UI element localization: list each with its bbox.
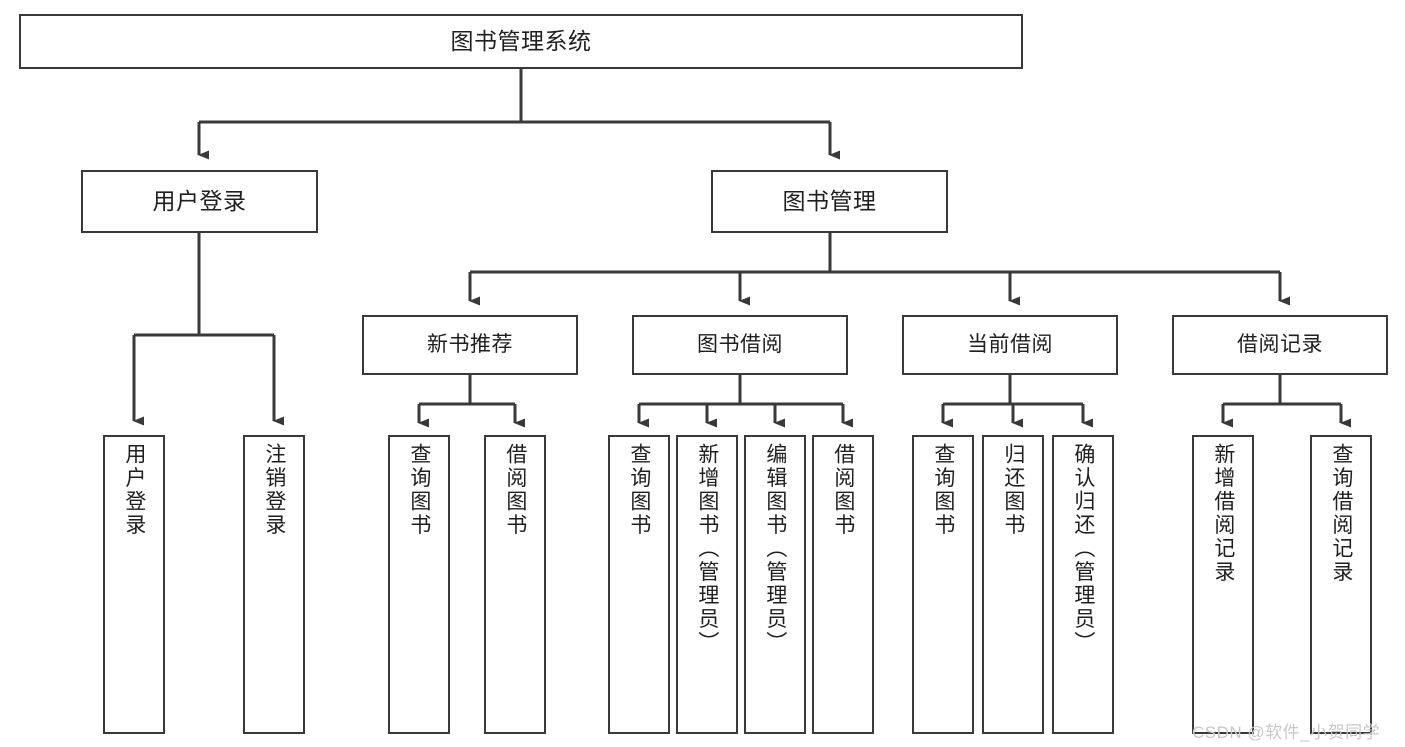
node-book-borrow[interactable]: 图书借阅 <box>632 315 848 375</box>
node-book-borrow-label: 图书借阅 <box>697 332 783 356</box>
node-leaf-return-book[interactable]: 归还图书 <box>982 435 1044 734</box>
node-leaf-borrow-book-2[interactable]: 借阅图书 <box>812 435 874 734</box>
node-leaf-borrow-book-1[interactable]: 借阅图书 <box>484 435 546 734</box>
node-leaf-edit-book[interactable]: 编辑图书（管理员） <box>744 435 806 734</box>
node-leaf-query-record[interactable]: 查询借阅记录 <box>1310 435 1372 734</box>
csdn-watermark: CSDN @软件_小贺同学 <box>1192 723 1381 742</box>
node-book-manage-label: 图书管理 <box>782 187 877 214</box>
node-leaf-logout-label: 注销登录 <box>262 443 286 537</box>
node-root-label: 图书管理系统 <box>450 27 592 54</box>
node-leaf-return-book-label: 归还图书 <box>1001 443 1025 537</box>
node-leaf-query-record-label: 查询借阅记录 <box>1329 443 1353 584</box>
node-borrow-record-label: 借阅记录 <box>1237 332 1323 356</box>
node-leaf-add-book[interactable]: 新增图书（管理员） <box>676 435 738 734</box>
node-leaf-confirm-return[interactable]: 确认归还（管理员） <box>1052 435 1114 734</box>
node-leaf-add-record[interactable]: 新增借阅记录 <box>1192 435 1254 734</box>
node-leaf-edit-book-label: 编辑图书（管理员） <box>763 443 787 655</box>
node-new-book-recommend[interactable]: 新书推荐 <box>362 315 578 375</box>
node-leaf-confirm-return-label: 确认归还（管理员） <box>1071 443 1095 655</box>
node-root[interactable]: 图书管理系统 <box>19 14 1023 69</box>
node-user-login[interactable]: 用户登录 <box>81 170 318 233</box>
node-leaf-user-login-label: 用户登录 <box>122 443 146 537</box>
node-leaf-add-book-label: 新增图书（管理员） <box>695 443 719 655</box>
node-leaf-query-book-3-label: 查询图书 <box>931 443 955 537</box>
node-leaf-user-login[interactable]: 用户登录 <box>103 435 165 734</box>
node-leaf-query-book-1-label: 查询图书 <box>407 443 431 537</box>
node-leaf-logout[interactable]: 注销登录 <box>243 435 305 734</box>
node-leaf-borrow-book-1-label: 借阅图书 <box>503 443 527 537</box>
node-leaf-query-book-1[interactable]: 查询图书 <box>388 435 450 734</box>
node-current-borrow-label: 当前借阅 <box>967 332 1053 356</box>
node-new-book-recommend-label: 新书推荐 <box>427 332 513 356</box>
node-leaf-query-book-3[interactable]: 查询图书 <box>912 435 974 734</box>
node-leaf-query-book-2[interactable]: 查询图书 <box>608 435 670 734</box>
node-book-manage[interactable]: 图书管理 <box>711 170 948 233</box>
node-current-borrow[interactable]: 当前借阅 <box>902 315 1118 375</box>
node-leaf-add-record-label: 新增借阅记录 <box>1211 443 1235 584</box>
node-user-login-label: 用户登录 <box>152 187 247 214</box>
node-borrow-record[interactable]: 借阅记录 <box>1172 315 1388 375</box>
node-leaf-query-book-2-label: 查询图书 <box>627 443 651 537</box>
node-leaf-borrow-book-2-label: 借阅图书 <box>831 443 855 537</box>
